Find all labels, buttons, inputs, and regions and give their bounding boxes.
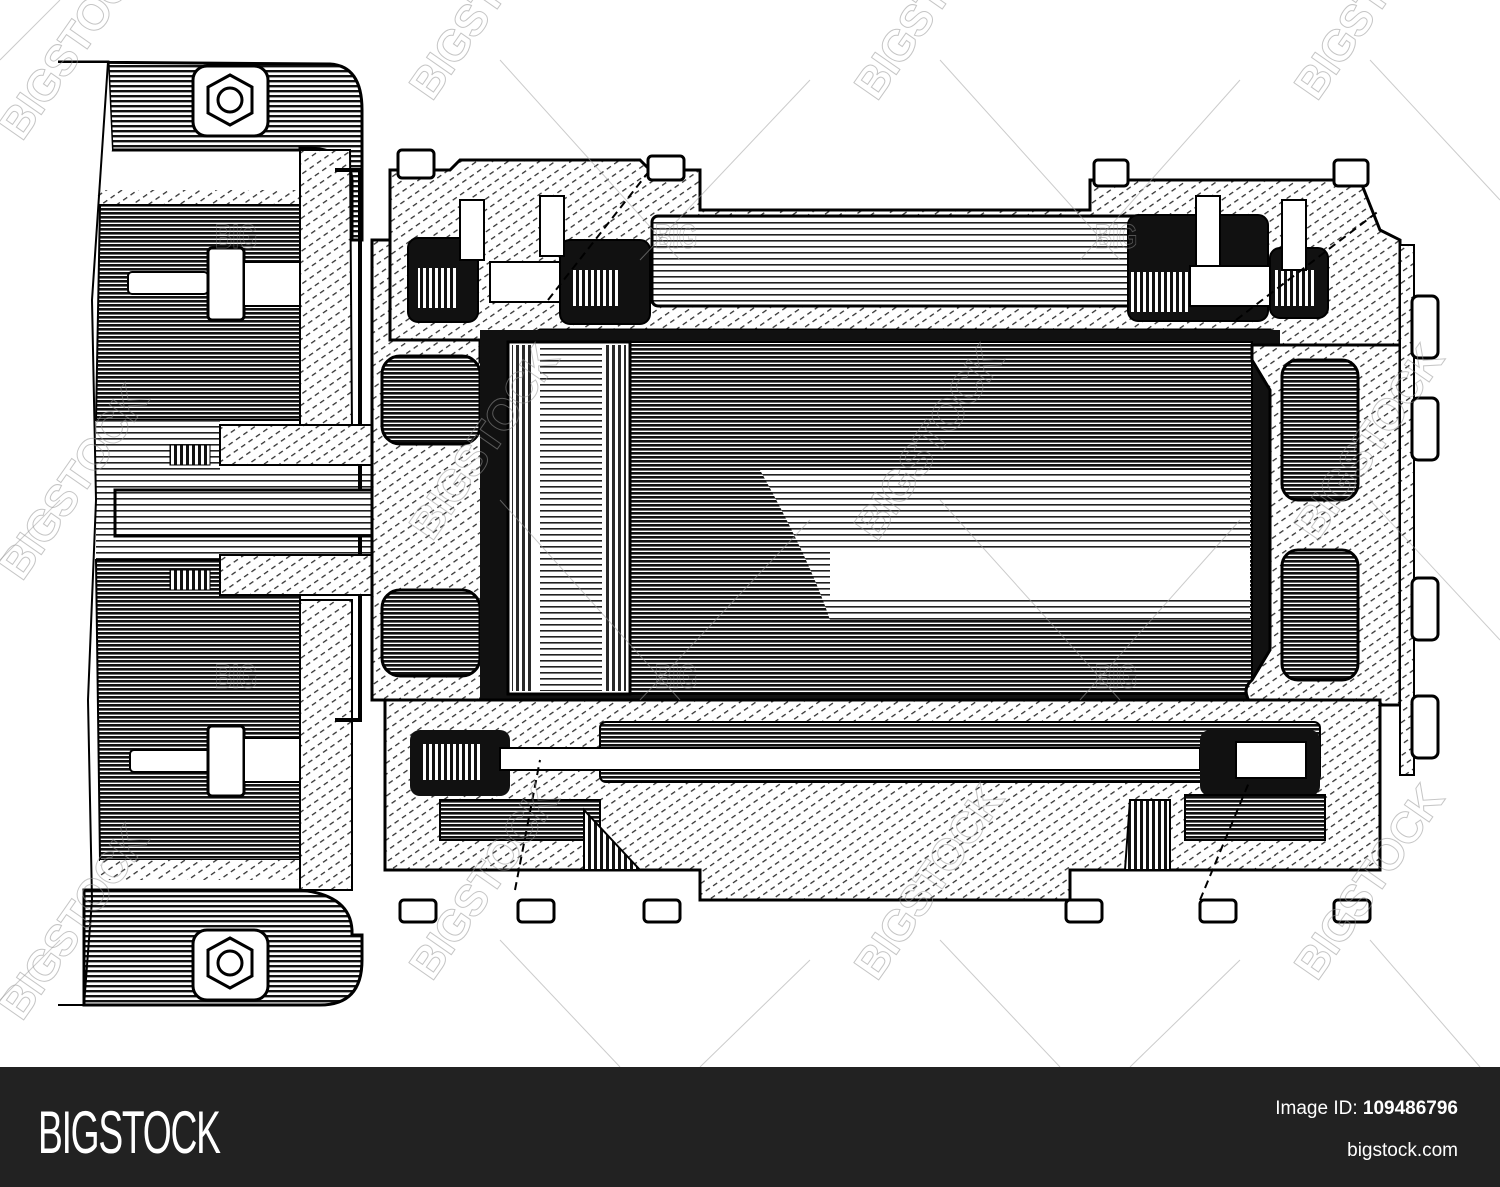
site-link[interactable]: bigstock.com [1347, 1140, 1458, 1161]
bolt-icon [127, 246, 301, 322]
watermark-lines [0, 0, 1500, 1067]
image-id-value: 109486796 [1362, 1098, 1458, 1119]
footer-bar: BIGSTOCK Image ID: 109486796 bigstock.co… [0, 1067, 1500, 1187]
bolt-icon [129, 724, 301, 798]
valve-chest-bottom [383, 698, 1382, 924]
cylinder-cover-right [1244, 244, 1440, 776]
illustration-canvas: BIGSTOCK BIGSTOCK BIGSTOCK BIGSTOCK BIGS… [0, 0, 1500, 1067]
cylinder-body [480, 330, 1280, 705]
hex-nut-icon [191, 64, 270, 138]
valve-chest-top [388, 148, 1402, 347]
piston [506, 340, 632, 696]
image-id-label: Image ID: [1275, 1098, 1358, 1119]
brand-logo[interactable]: BIGSTOCK [38, 1099, 221, 1166]
hex-nut-icon [191, 928, 270, 1002]
engraving-illustration [0, 0, 1500, 1067]
image-meta: Image ID: 109486796 bigstock.com [1275, 1097, 1458, 1163]
image-id-row: Image ID: 109486796 [1275, 1097, 1458, 1121]
